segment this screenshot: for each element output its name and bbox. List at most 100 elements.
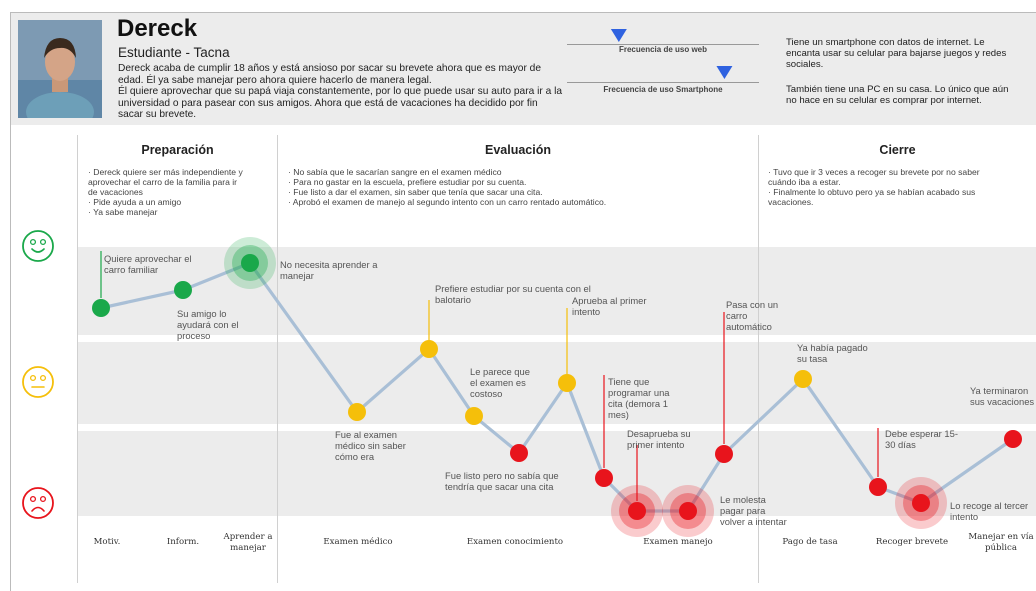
stage-note: · Pide ayuda a un amigo <box>88 197 182 207</box>
stage-title-cierre: Cierre <box>879 143 916 157</box>
label-line: cómo era <box>335 451 375 462</box>
bio-line: edad. Él ya sabe manejar pero ahora quie… <box>118 74 432 86</box>
journey-line <box>99 261 1015 513</box>
point-label: Su amigo lo ayudará con el proceso <box>177 308 239 341</box>
label-line: Fue listo pero no sabía que <box>445 470 559 481</box>
journey-point <box>558 374 576 392</box>
bio-line: Él quiere aprovechar que su papá viaja c… <box>118 86 563 98</box>
label-line: carro familiar <box>104 264 159 275</box>
journey-point <box>348 403 366 421</box>
journey-point <box>595 469 613 487</box>
stage-notes-cierre: · Tuvo que ir 3 veces a recoger su breve… <box>768 167 980 207</box>
journey-point <box>715 445 733 463</box>
point-label: Fue al examen médico sin saber cómo era <box>335 429 406 462</box>
smartphone-frequency-scale <box>567 82 759 83</box>
smartphone-frequency-marker <box>716 66 733 79</box>
label-line: Le parece que <box>470 366 530 377</box>
point-label: Prefiere estudiar por su cuenta con el b… <box>435 283 591 305</box>
label-line: Tiene que <box>608 376 650 387</box>
journey-point <box>1004 430 1022 448</box>
technology-text-1: Tiene un smartphone con datos de interne… <box>786 37 1031 70</box>
label-line: Su amigo lo <box>177 308 227 319</box>
persona-photo <box>18 20 102 118</box>
tech-line: no hace en su celular es comprar por int… <box>786 95 982 106</box>
label-line: Prefiere estudiar por su cuenta con el <box>435 283 591 294</box>
label-line: automático <box>726 321 772 332</box>
stage-note: · Dereck quiere ser más independiente y <box>88 167 243 177</box>
web-frequency-marker <box>610 29 627 42</box>
tech-line: encanta usar su celular para bajarse jue… <box>786 48 1007 59</box>
stage-note: cuándo iba a estar. <box>768 177 841 187</box>
label-line: costoso <box>470 388 503 399</box>
tech-line: Tiene un smartphone con datos de interne… <box>786 37 985 48</box>
step-label: Recoger brevete <box>875 537 949 547</box>
journey-point <box>174 281 192 299</box>
label-line: Quiere aprovechar el <box>104 253 192 264</box>
stage-divider <box>758 135 759 583</box>
label-line: su tasa <box>797 353 828 364</box>
stage-note: aprovechar el carro de la familia para i… <box>88 177 238 187</box>
label-line: Lo recoge al tercer <box>950 500 1029 511</box>
stage-notes-preparacion: · Dereck quiere ser más independiente y … <box>88 167 243 217</box>
label-line: 30 días <box>885 439 916 450</box>
label-line: cita (demora 1 <box>608 398 668 409</box>
label-line: carro <box>726 310 748 321</box>
happy-face-icon <box>22 230 54 262</box>
label-line: Le molesta <box>720 494 766 505</box>
stage-divider <box>277 135 278 583</box>
point-label: Ya había pagado su tasa <box>797 342 868 364</box>
point-label: Desaprueba su primer intento <box>627 428 691 450</box>
label-line: ayudará con el <box>177 319 239 330</box>
label-line: el examen es <box>470 377 526 388</box>
label-line: intento <box>572 306 601 317</box>
point-label: No necesita aprender a manejar <box>280 259 377 281</box>
smartphone-frequency-label: Frecuencia de uso Smartphone <box>603 85 723 94</box>
point-label: Lo recoge al tercer intento <box>950 500 1028 522</box>
journey-point <box>869 478 887 496</box>
happy-band <box>78 247 1036 335</box>
label-line: mes) <box>608 409 629 420</box>
step-label: Motiv. <box>93 537 121 547</box>
point-label: Fue listo pero no sabía que tendría que … <box>445 470 559 492</box>
label-line: Ya había pagado <box>797 342 868 353</box>
label-line: Desaprueba su <box>627 428 691 439</box>
step-label: Pago de tasa <box>782 537 838 547</box>
neutral-face-icon <box>22 366 54 398</box>
point-label: Tiene que programar una cita (demora 1 m… <box>608 376 670 420</box>
point-label: Pasa con un carro automático <box>726 299 778 332</box>
stage-note: vacaciones. <box>768 197 814 207</box>
neutral-band <box>78 342 1036 424</box>
label-line: programar una <box>608 387 670 398</box>
technology-text-2: También tiene una PC en su casa. Lo únic… <box>786 84 1031 106</box>
stage-note: · Ya sabe manejar <box>88 207 158 217</box>
stage-note: de vacaciones <box>88 187 143 197</box>
stage-note: · Para no gastar en la escuela, prefiere… <box>288 177 527 187</box>
persona-header <box>11 13 1036 125</box>
journey-point <box>465 407 483 425</box>
stage-note: · Finalmente lo obtuvo pero ya se habían… <box>768 187 976 197</box>
label-line: Ya terminaron <box>970 385 1029 396</box>
journey-point <box>912 494 930 512</box>
label-line: proceso <box>177 330 211 341</box>
step-label: Inform. <box>166 537 200 547</box>
label-line: tendría que sacar una cita <box>445 481 554 492</box>
journey-point <box>628 502 646 520</box>
point-label: Ya terminaron sus vacaciones <box>970 385 1034 407</box>
journey-point <box>679 502 697 520</box>
step-label: Examen manejo <box>643 537 713 547</box>
journey-point <box>510 444 528 462</box>
map-frame <box>10 12 1036 591</box>
point-label: Le molesta pagar para volver a intentar <box>720 494 787 527</box>
step-label: Manejar en vía pública <box>968 532 1034 553</box>
label-line: Fue al examen <box>335 429 398 440</box>
sad-face-icon <box>22 487 54 519</box>
stage-title-preparacion: Preparación <box>141 143 214 157</box>
stage-note: · Tuvo que ir 3 veces a recoger su breve… <box>768 167 980 177</box>
label-line: balotario <box>435 294 471 305</box>
point-label: Quiere aprovechar el carro familiar <box>104 253 192 275</box>
sad-band <box>78 431 1036 516</box>
journey-point <box>420 340 438 358</box>
stage-notes-evaluacion: · No sabía que le sacarían sangre en el … <box>288 167 606 207</box>
tech-line: También tiene una PC en su casa. Lo únic… <box>786 84 1009 95</box>
